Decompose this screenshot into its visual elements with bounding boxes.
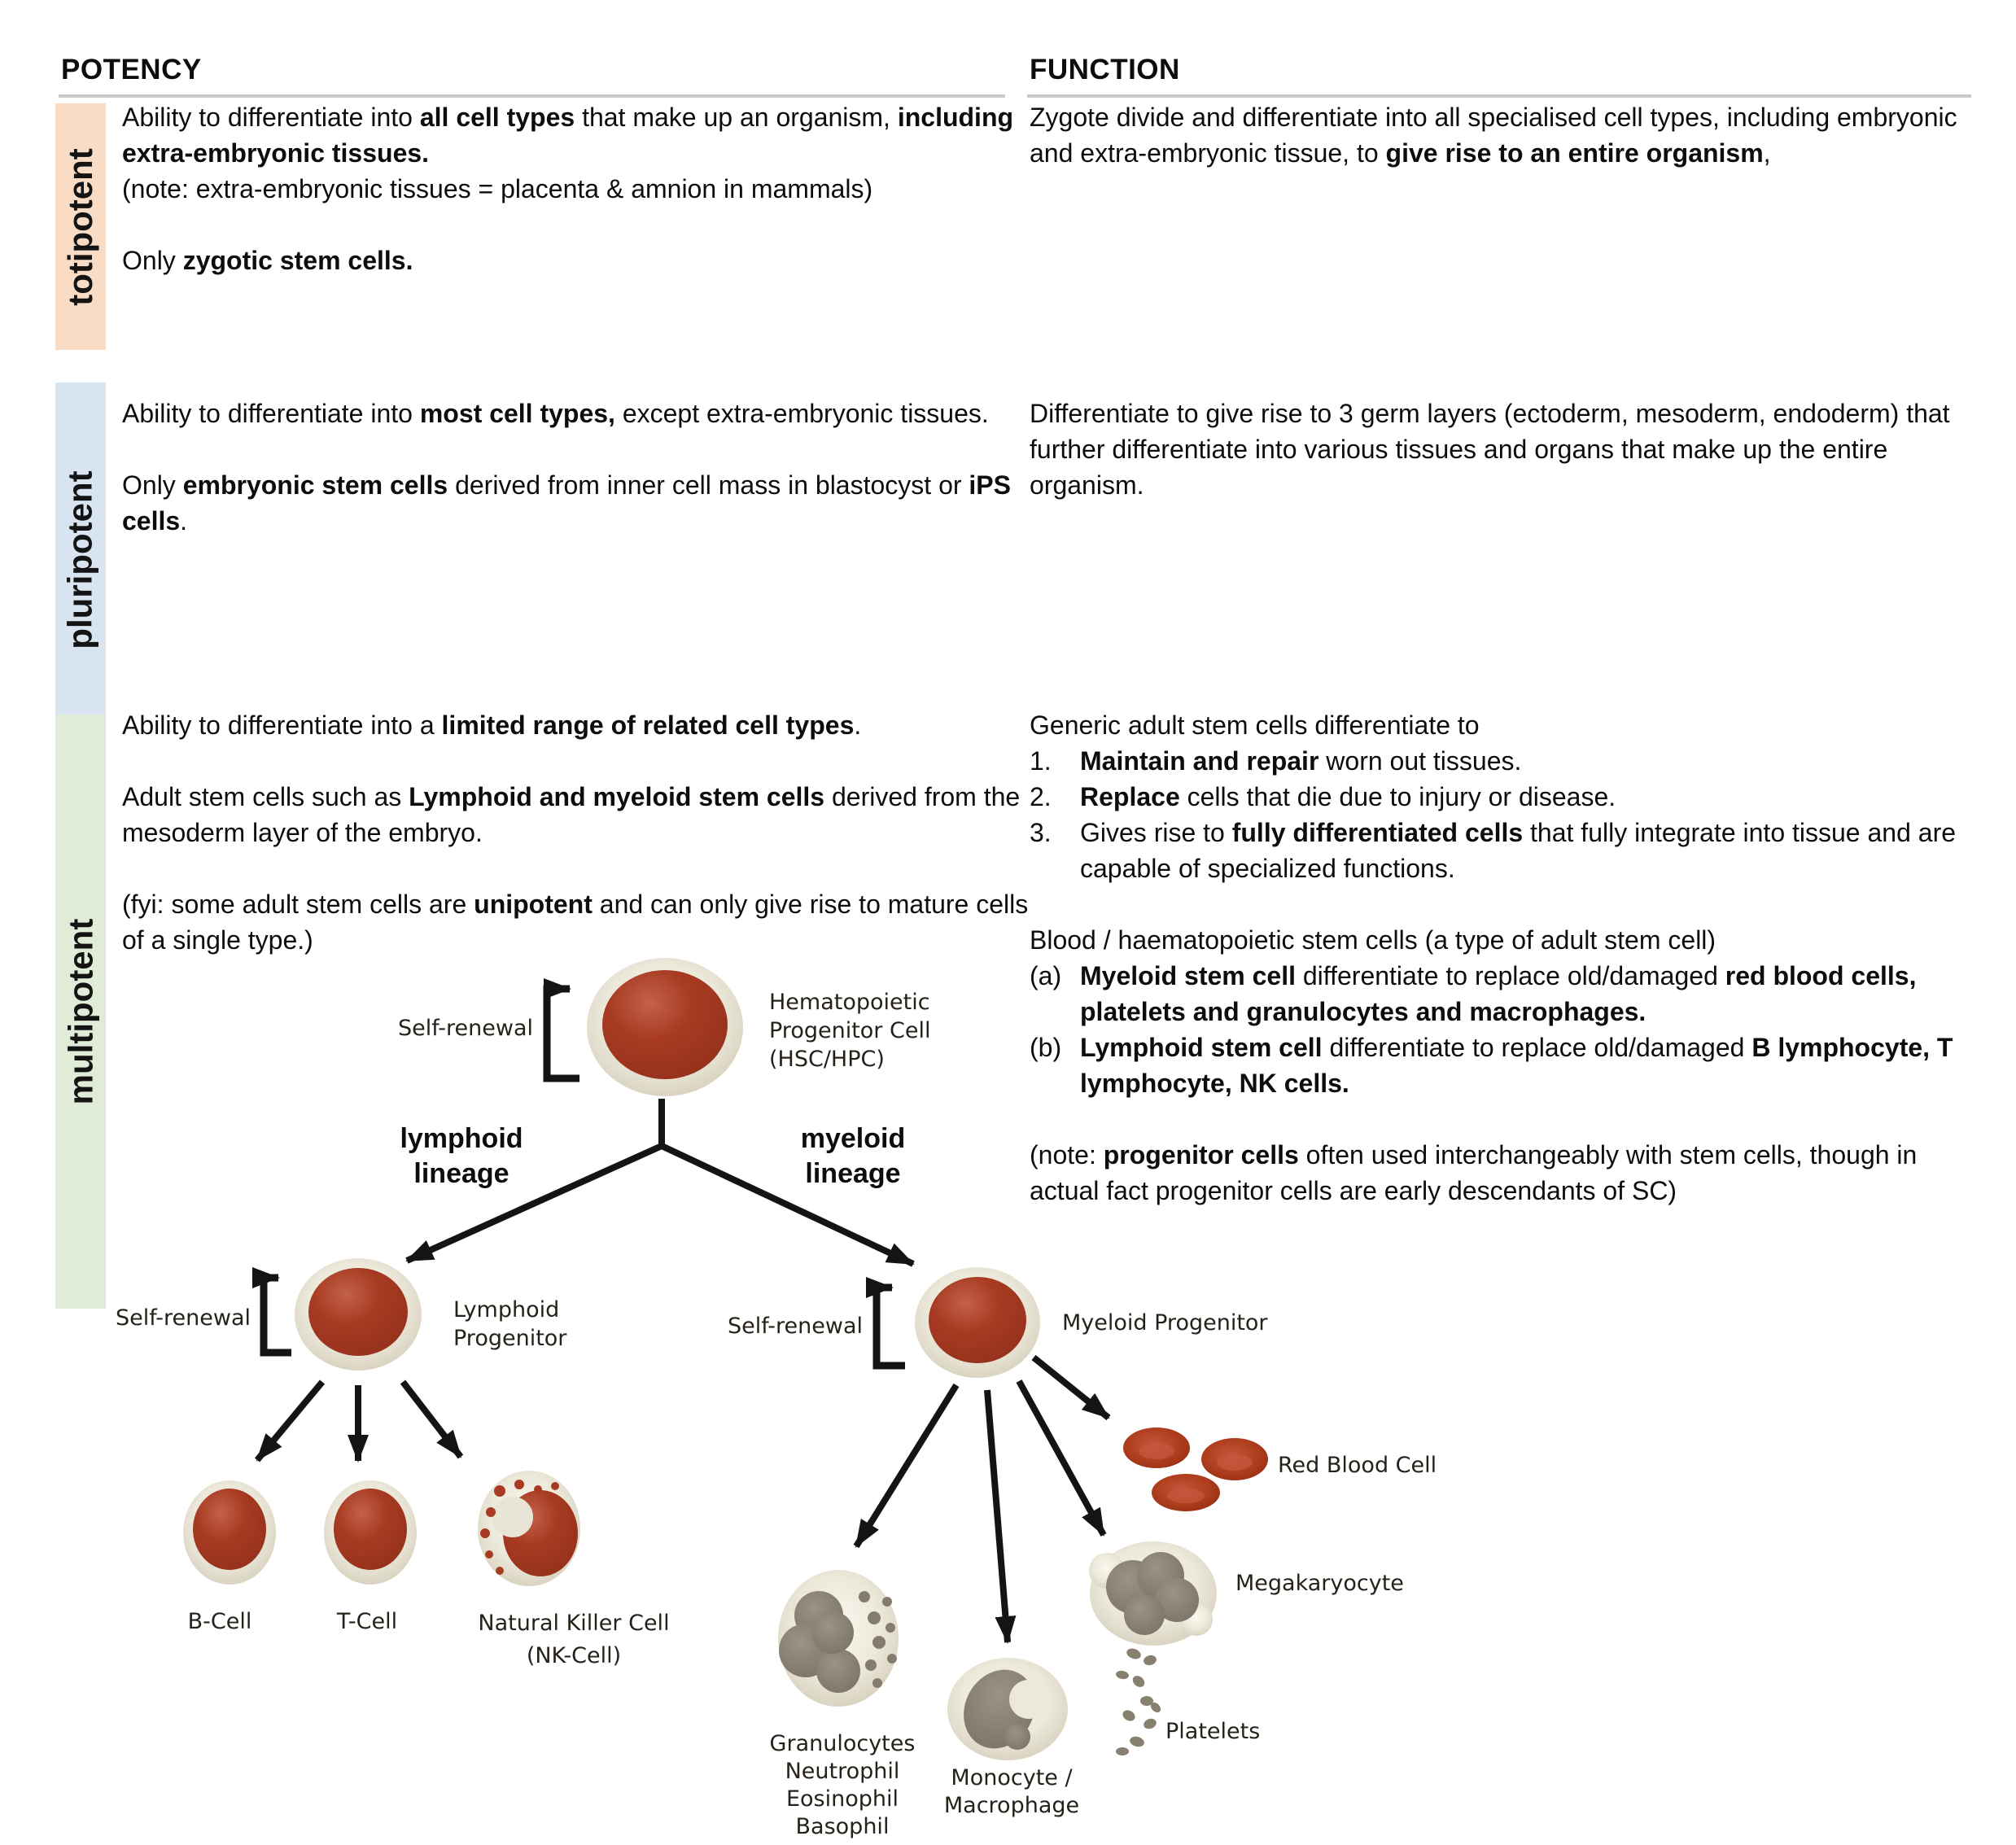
potency-cell-multipotent: Ability to differentiate into a limited … <box>122 707 1042 958</box>
paragraph: Blood / haematopoietic stem cells (a typ… <box>1030 925 1716 955</box>
arrow-to-lymphoid-progenitor <box>405 1143 663 1264</box>
paragraph: Only embryonic stem cells derived from i… <box>122 470 1011 536</box>
list-marker: 1. <box>1030 746 1052 776</box>
nk-cell-granules <box>480 1480 559 1575</box>
row-label-bar-totipotent: totipotent <box>55 103 106 350</box>
t-cell-label: T-Cell <box>336 1609 398 1634</box>
lymphoid-self-renewal-label: Self-renewal <box>116 1305 251 1331</box>
row-label-bar-multipotent: multipotent <box>55 715 106 1309</box>
row-label-bar-pluripotent: pluripotent <box>55 383 106 737</box>
function-column-header: FUNCTION <box>1030 54 1180 85</box>
hsc-self-renewal-bracket <box>543 978 579 1082</box>
self-renewal-brackets <box>252 978 905 1370</box>
list-item-text: Myeloid stem cell differentiate to repla… <box>1080 961 1917 1026</box>
arrow-to-monocyte <box>984 1389 1017 1644</box>
list-item: 1. Maintain and repair worn out tissues. <box>1030 743 1974 779</box>
myeloid-self-renewal-bracket <box>866 1277 905 1370</box>
list-marker: 3. <box>1030 818 1052 847</box>
lymphoid-self-renewal-bracket <box>252 1267 291 1357</box>
list-marker: (a) <box>1030 961 1062 990</box>
granulocyte-cell <box>778 1570 899 1707</box>
red-blood-cell-label: Red Blood Cell <box>1278 1453 1437 1478</box>
granulocyte-granules <box>859 1591 897 1688</box>
header-rule-left <box>59 94 1005 98</box>
arrow-to-granulocytes <box>853 1383 960 1549</box>
header-rule-right <box>1027 94 1971 98</box>
arrow-to-megakaryocyte <box>1016 1379 1107 1537</box>
list-marker: (b) <box>1030 1033 1062 1062</box>
hsc-self-renewal-label: Self-renewal <box>398 1016 533 1041</box>
list-item-text: Gives rise to fully differentiated cells… <box>1080 818 1957 883</box>
platelets <box>1116 1648 1161 1755</box>
t-cell <box>324 1480 417 1585</box>
potency-cell-pluripotent: Ability to differentiate into most cell … <box>122 396 1042 539</box>
list-item-text: Maintain and repair worn out tissues. <box>1080 746 1522 776</box>
red-blood-cells <box>1123 1427 1268 1511</box>
megakaryocyte-cell <box>1089 1541 1217 1646</box>
b-cell <box>183 1480 276 1585</box>
myeloid-progenitor-cell <box>915 1267 1040 1378</box>
list-item: 3. Gives rise to fully differentiated cel… <box>1030 815 1974 886</box>
lymphoid-lineage-label: lymphoid lineage <box>400 1123 523 1189</box>
megakaryocyte-label: Megakaryocyte <box>1235 1571 1404 1596</box>
list-item-text: Replace cells that die due to injury or … <box>1080 782 1616 811</box>
lineage-arrows <box>254 1099 1111 1644</box>
function-cell-pluripotent: Differentiate to give rise to 3 germ lay… <box>1030 396 1974 503</box>
function-cell-totipotent: Zygote divide and differentiate into all… <box>1030 99 1974 171</box>
list-item: (b) Lymphoid stem cell differentiate to r… <box>1030 1030 1974 1101</box>
paragraph: (fyi: some adult stem cells are unipoten… <box>122 890 1029 955</box>
lymphoid-progenitor-cell <box>295 1258 422 1371</box>
list-item-text: Lymphoid stem cell differentiate to repl… <box>1080 1033 1953 1098</box>
monocyte-cell <box>947 1658 1068 1760</box>
nk-cell-label: Natural Killer Cell (NK-Cell) <box>478 1611 670 1668</box>
paragraph: Adult stem cells such as Lymphoid and my… <box>122 782 1021 847</box>
myeloid-self-renewal-label: Self-renewal <box>728 1314 863 1339</box>
paragraph: (note: extra-embryonic tissues = placent… <box>122 174 873 203</box>
myeloid-progenitor-label: Myeloid Progenitor <box>1062 1310 1268 1336</box>
potency-column-header: POTENCY <box>61 54 202 85</box>
list-item: (a) Myeloid stem cell differentiate to re… <box>1030 958 1974 1030</box>
platelets-label: Platelets <box>1165 1719 1261 1744</box>
function-cell-multipotent: Generic adult stem cells differentiate t… <box>1030 707 1974 1209</box>
list-item: 2. Replace cells that die due to injury o… <box>1030 779 1974 815</box>
arrow-to-myeloid-progenitor <box>660 1143 915 1267</box>
b-cell-label: B-Cell <box>187 1609 252 1634</box>
lymphoid-progenitor-label: Lymphoid Progenitor <box>453 1297 567 1351</box>
paragraph: Ability to differentiate into all cell t… <box>122 103 1014 168</box>
paragraph: Generic adult stem cells differentiate t… <box>1030 710 1480 740</box>
monocyte-macrophage-label: Monocyte / Macrophage <box>943 1765 1080 1818</box>
paragraph: Only zygotic stem cells. <box>122 246 413 275</box>
potency-cell-totipotent: Ability to differentiate into all cell t… <box>122 99 1042 278</box>
myeloid-lineage-label: myeloid lineage <box>800 1123 906 1189</box>
arrow-to-nk-cell <box>400 1379 464 1459</box>
arrow-to-b-cell <box>254 1379 326 1462</box>
nk-cell <box>478 1471 580 1586</box>
arrow-to-red-blood-cells <box>1031 1354 1111 1421</box>
hsc-cell <box>587 958 743 1096</box>
paragraph: (note: progenitor cells often used inter… <box>1030 1140 1918 1205</box>
paragraph: Ability to differentiate into most cell … <box>122 399 989 428</box>
hsc-label: Hematopoietic Progenitor Cell (HSC/HPC) <box>769 990 931 1072</box>
granulocytes-label: Granulocytes Neutrophil Eosinophil Basop… <box>769 1731 916 1839</box>
paragraph: Differentiate to give rise to 3 germ lay… <box>1030 399 1950 500</box>
paragraph: Ability to differentiate into a limited … <box>122 710 862 740</box>
paragraph: Zygote divide and differentiate into all… <box>1030 103 1957 168</box>
list-marker: 2. <box>1030 782 1052 811</box>
